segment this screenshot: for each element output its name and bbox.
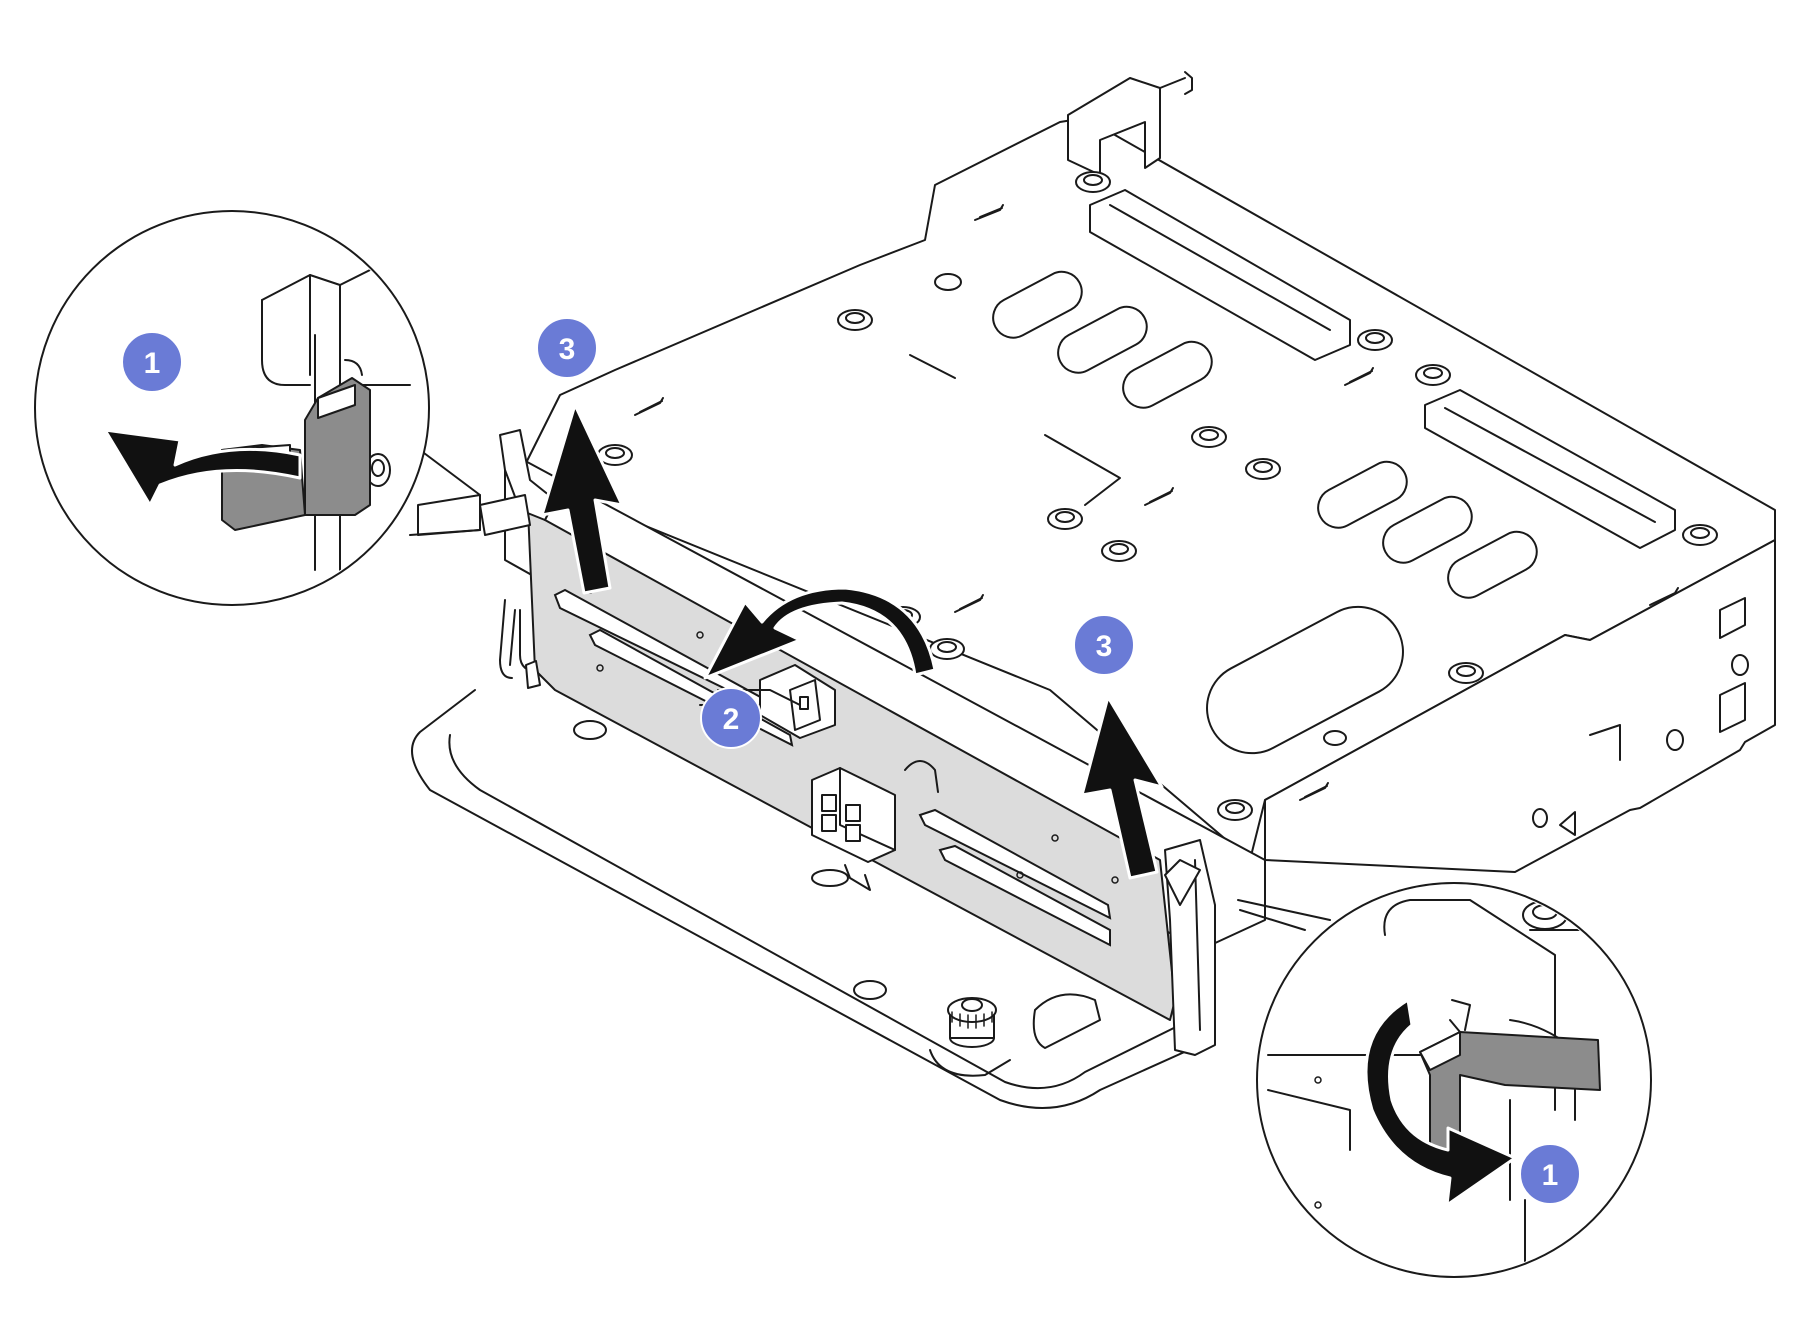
tray-hole-3 (811, 869, 849, 887)
callout-2: 2 (700, 687, 762, 749)
svg-text:2: 2 (723, 703, 740, 736)
callout-3-right: 3 (1073, 614, 1135, 676)
thumbscrew (947, 997, 997, 1048)
zoom-detail-right (1237, 882, 1652, 1278)
svg-text:3: 3 (1096, 630, 1113, 663)
cage-right-wall (1264, 539, 1776, 873)
lift-arrow-right (1080, 695, 1164, 880)
rotate-arrow-backplane (703, 586, 937, 680)
svg-text:1: 1 (1542, 1159, 1559, 1192)
tray-hole-2 (853, 980, 887, 1000)
svg-text:3: 3 (559, 333, 576, 366)
rotate-arrow-left (103, 428, 302, 507)
zoom-detail-left (34, 210, 481, 606)
riser-bracket (1067, 77, 1161, 176)
rotate-arrow-right (1364, 998, 1517, 1207)
drive-cage (504, 71, 1776, 951)
svg-text:1: 1 (144, 347, 161, 380)
tray-hole-1 (573, 720, 607, 740)
lift-arrow-left (540, 403, 624, 595)
cage-screws (597, 171, 1718, 821)
cage-oval-opening (1206, 605, 1404, 755)
callout-3-left: 3 (536, 317, 598, 379)
callout-1-right: 1 (1519, 1143, 1581, 1205)
backplane-connector (811, 767, 896, 891)
callout-1-left: 1 (121, 331, 183, 393)
base-tray (411, 609, 1201, 1109)
